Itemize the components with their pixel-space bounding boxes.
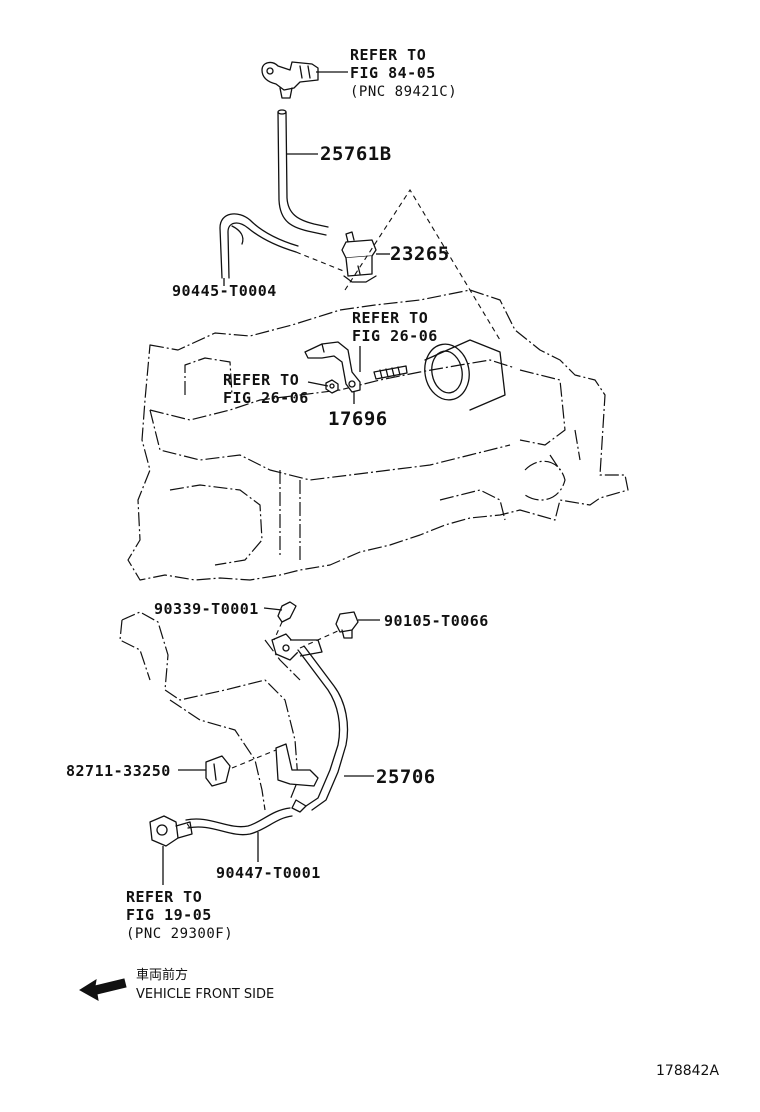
label-hose-upper: 25761B [320, 143, 392, 165]
label-clip: 82711-33250 [66, 762, 171, 780]
wire-clip [205, 755, 231, 787]
arrow-left-icon [79, 978, 127, 1001]
transmission-outline [119, 611, 301, 811]
label-bolt: 90105-T0066 [384, 612, 489, 630]
label-pipe: 25706 [376, 766, 436, 788]
bottom-ref-line2: FIG 19-05 [126, 906, 212, 924]
drawing-id: 178842A [656, 1063, 719, 1079]
right-ref-line1: REFER TO [352, 309, 428, 327]
label-plug: 90339-T0001 [154, 600, 259, 618]
legend-en: VEHICLE FRONT SIDE [136, 987, 274, 1002]
vacuum-pipe [271, 633, 349, 813]
clamp-hose-lower [185, 807, 293, 836]
plug-cap [277, 601, 297, 623]
left-ref-line1: REFER TO [223, 371, 299, 389]
bracket [304, 341, 361, 393]
label-hose-lower: 90447-T0001 [216, 864, 321, 882]
vacuum-switching-valve [149, 815, 193, 847]
pressure-sensor [261, 61, 319, 99]
top-ref-line2: FIG 84-05 [350, 64, 436, 82]
callout-top-ref: REFER TO FIG 84-05 (PNC 89421C) [350, 46, 457, 100]
bottom-ref-line3: (PNC 29300F) [126, 926, 233, 942]
engine-outline [127, 289, 629, 581]
front-side-legend: 車両前方 VEHICLE FRONT SIDE [79, 967, 274, 1002]
vacuum-valve [341, 231, 377, 283]
label-bracket: 17696 [328, 408, 388, 430]
stud-bolt [373, 365, 408, 380]
label-clamp-upper: 90445-T0004 [172, 282, 277, 300]
bottom-ref-line1: REFER TO [126, 888, 202, 906]
callout-bottom-ref: REFER TO FIG 19-05 (PNC 29300F) [126, 888, 233, 942]
clamp-hose-upper [219, 213, 299, 279]
right-ref-line2: FIG 26-06 [352, 327, 438, 345]
dashed-leaders [185, 188, 501, 829]
leader-lines [162, 71, 390, 885]
top-ref-line1: REFER TO [350, 46, 426, 64]
nut [325, 379, 339, 394]
left-ref-line2: FIG 26-06 [223, 389, 309, 407]
callout-right-ref: REFER TO FIG 26-06 [352, 309, 438, 345]
flange-bolt [335, 611, 359, 639]
vacuum-hose-upper [277, 109, 329, 236]
callout-left-ref: REFER TO FIG 26-06 [223, 371, 309, 407]
legend-jp: 車両前方 [136, 967, 188, 983]
top-ref-line3: (PNC 89421C) [350, 84, 457, 100]
label-valve: 23265 [390, 243, 450, 265]
throttle-body [424, 339, 506, 411]
